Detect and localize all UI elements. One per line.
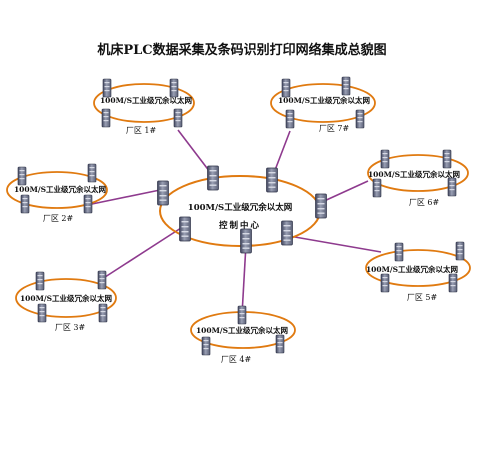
switch-icon [240, 228, 252, 254]
zone-7: 100M/S工业级冗余以太网 厂区 7# [270, 76, 376, 133]
switch-icon [97, 270, 107, 290]
switch-icon [455, 241, 465, 261]
switch-icon [275, 334, 285, 354]
zone-6: 100M/S工业级冗余以太网 厂区 6# [367, 149, 469, 207]
switch-icon [442, 149, 452, 169]
switch-icon [266, 167, 278, 193]
backbone-links [91, 129, 382, 316]
zone-name-label: 厂区 5# [407, 293, 438, 302]
switch-icon [169, 78, 179, 98]
switch-icon [102, 78, 112, 98]
switch-icon [237, 305, 247, 325]
link-zone-3 [101, 227, 182, 280]
zone-ring [15, 278, 117, 318]
center-name-label: 控制中心 [219, 220, 261, 231]
link-zone-2 [91, 189, 161, 205]
link-zone-5 [288, 235, 382, 253]
zone-network-label: 100M/S工业级冗余以太网 [14, 184, 107, 194]
switch-icon [98, 303, 108, 323]
switch-icon [447, 177, 457, 197]
zone-2: 100M/S工业级冗余以太网 厂区 2# [6, 163, 108, 223]
zone-name-label: 厂区 4# [221, 355, 252, 364]
link-zone-4 [241, 243, 247, 316]
zone-name-label: 厂区 1# [126, 126, 157, 135]
zone-4: 100M/S工业级冗余以太网 厂区 4# [190, 305, 296, 364]
zone-name-label: 厂区 6# [409, 198, 440, 207]
zone-name-label: 厂区 2# [43, 214, 74, 223]
switch-icon [179, 216, 191, 242]
switch-icon [394, 242, 404, 262]
switch-icon [341, 76, 351, 96]
switch-icon [448, 273, 458, 293]
zone-network-label: 100M/S工业级冗余以太网 [100, 95, 193, 105]
zone-name-label: 厂区 7# [319, 124, 350, 133]
switch-icon [380, 273, 390, 293]
zone-network-label: 100M/S工业级冗余以太网 [368, 169, 461, 179]
zone-network-label: 100M/S工业级冗余以太网 [366, 264, 459, 274]
switch-icon [355, 109, 365, 129]
switch-icon [173, 108, 183, 128]
switch-icon [35, 271, 45, 291]
switch-icon [207, 165, 219, 191]
switch-icon [201, 336, 211, 356]
zone-ring [365, 249, 471, 287]
zone-network-label: 100M/S工业级冗余以太网 [278, 95, 371, 105]
diagram-title: 机床PLC数据采集及条码识别打印网络集成总貌图 [97, 42, 386, 58]
switch-icon [17, 166, 27, 186]
switch-icon [285, 109, 295, 129]
switch-icon [315, 193, 327, 219]
switch-icon [20, 194, 30, 214]
zone-network-label: 100M/S工业级冗余以太网 [20, 293, 113, 303]
switch-icon [281, 220, 293, 246]
zone-5: 100M/S工业级冗余以太网 厂区 5# [365, 241, 471, 302]
link-zone-6 [321, 180, 369, 203]
zone-ring [270, 83, 376, 123]
zone-ring [93, 83, 195, 123]
zone-ring [367, 154, 469, 192]
switch-icon [372, 178, 382, 198]
switch-icon [157, 180, 169, 206]
zone-1: 100M/S工业级冗余以太网 厂区 1# [93, 78, 195, 135]
zone-3: 100M/S工业级冗余以太网 厂区 3# [15, 270, 117, 332]
zone-name-label: 厂区 3# [55, 323, 86, 332]
zone-network-label: 100M/S工业级冗余以太网 [196, 325, 289, 335]
center-network-label: 100M/S工业级冗余以太网 [188, 202, 292, 213]
switch-icon [101, 108, 111, 128]
zone-ring [6, 171, 108, 209]
switch-icon [380, 149, 390, 169]
switch-icon [37, 303, 47, 323]
switch-icon [281, 78, 291, 98]
switch-icon [87, 163, 97, 183]
switch-icon [83, 194, 93, 214]
